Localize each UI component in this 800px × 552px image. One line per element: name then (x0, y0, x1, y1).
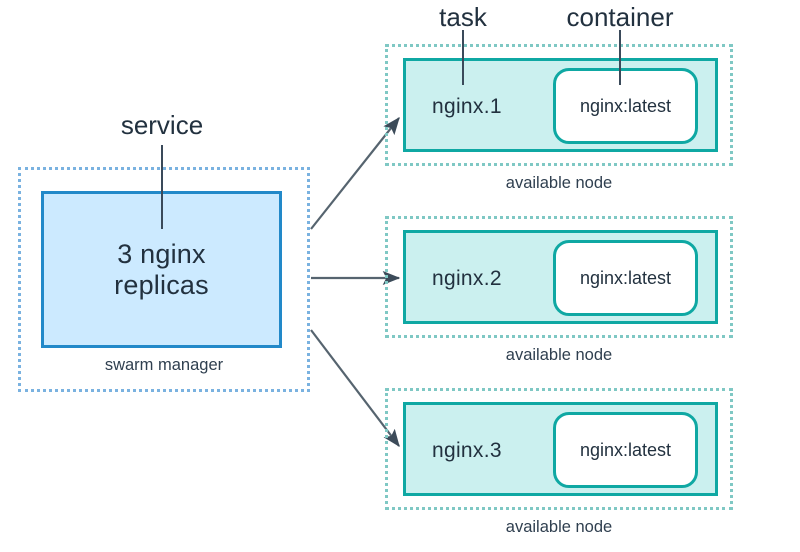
task-box-3[interactable]: nginx.3 nginx:latest (403, 402, 718, 496)
node-caption-1: available node (505, 174, 613, 192)
task-label-1: nginx.1 (432, 95, 502, 118)
container-box-2[interactable]: nginx:latest (553, 240, 698, 316)
service-replicas-line-2: replicas (114, 269, 209, 300)
swarm-manager-group (18, 167, 310, 392)
task-box-2[interactable]: nginx.2 nginx:latest (403, 230, 718, 324)
task-label-2: nginx.2 (432, 267, 502, 290)
container-label-2: nginx:latest (579, 267, 672, 288)
task-box-1[interactable]: nginx.1 nginx:latest (403, 58, 718, 152)
service-box-text: 3 nginx replicas (114, 239, 209, 301)
leader-line-service (161, 145, 163, 229)
container-box-1[interactable]: nginx:latest (553, 68, 698, 144)
annotation-task: task (439, 2, 487, 32)
swarm-manager-caption: swarm manager (104, 356, 224, 374)
annotation-service: service (120, 110, 204, 140)
annotation-container: container (566, 2, 674, 32)
node-group-1 (385, 44, 733, 166)
node-caption-3: available node (505, 518, 613, 536)
leader-line-container (619, 30, 621, 85)
leader-line-task (462, 30, 464, 85)
container-label-3: nginx:latest (579, 439, 672, 460)
node-group-2 (385, 216, 733, 338)
container-box-3[interactable]: nginx:latest (553, 412, 698, 488)
node-caption-2: available node (505, 346, 613, 364)
task-label-3: nginx.3 (432, 439, 502, 462)
service-replicas-line-1: 3 nginx (117, 238, 206, 269)
container-label-1: nginx:latest (579, 95, 672, 116)
node-group-3 (385, 388, 733, 510)
